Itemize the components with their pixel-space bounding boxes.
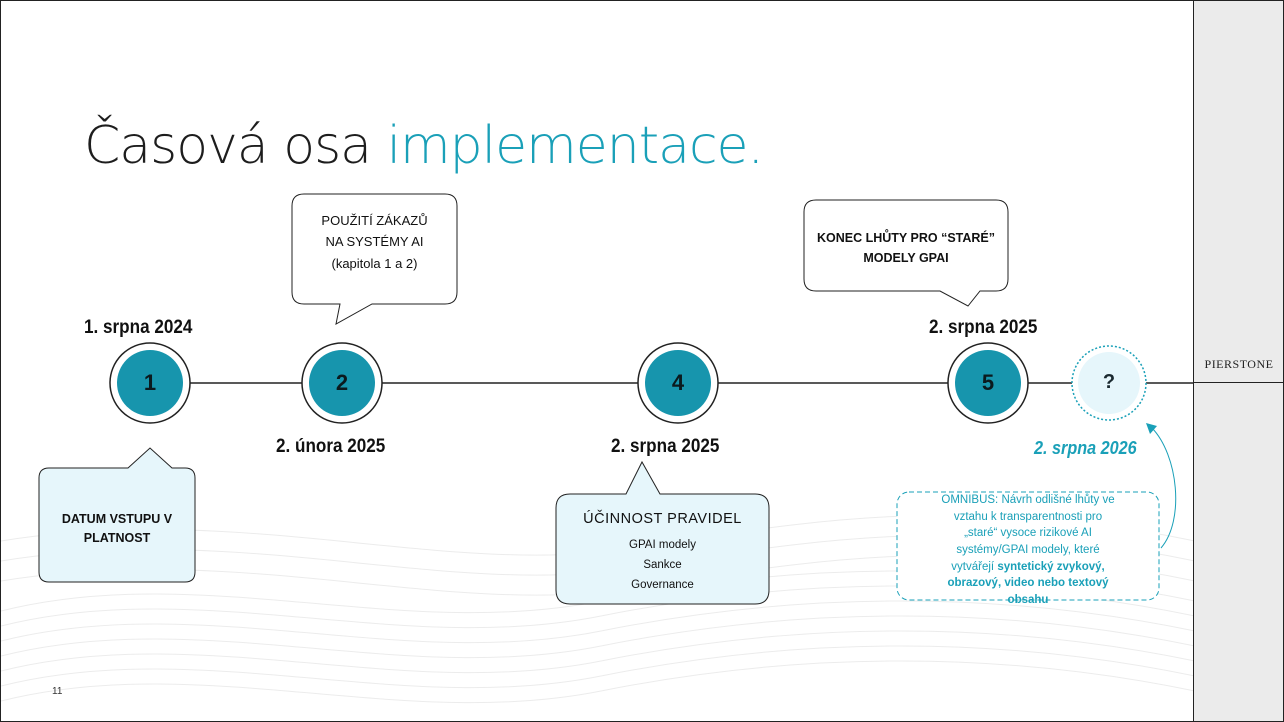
page-title: Časová osa implementace. (84, 116, 765, 176)
node-4-ring (637, 342, 719, 424)
callout-omnibus-text: OMNIBUS: Návrh odlišné lhůty ve vztahu k… (941, 494, 1115, 607)
title-accent: implementace. (386, 116, 765, 176)
date-node-question: 2. srpna 2026 (1034, 438, 1137, 458)
callout-old-gpai (803, 199, 1009, 307)
date-node-1: 1. srpna 2024 (84, 317, 193, 338)
node-1-ring (109, 342, 191, 424)
node-2-label: 2 (335, 370, 349, 395)
title-main: Časová osa (84, 116, 372, 176)
side-divider-line (1194, 382, 1284, 383)
omnibus-arrow (1151, 427, 1177, 549)
node-question-ring (1071, 345, 1147, 421)
callout-entry-text: DATUM VSTUPU V PLATNOST (61, 512, 173, 546)
brand-logo-text: PIERSTONE (1204, 357, 1274, 371)
side-panel (1194, 0, 1284, 722)
callout-prohibitions-text: POUŽITÍ ZÁKAZŮ NA SYSTÉMY AI (kapitola 1… (321, 213, 428, 271)
callout-omnibus (896, 491, 1160, 601)
callout-rules-text: ÚČINNOST PRAVIDEL GPAI modely Sankce Gov… (583, 511, 742, 591)
node-5-label: 5 (981, 370, 995, 395)
omnibus-arrowhead (1146, 423, 1157, 434)
callout-rules-effective (555, 460, 770, 605)
callout-old-gpai-text: KONEC LHŮTY PRO “STARÉ” MODELY GPAI (816, 231, 996, 265)
node-question-label: ? (1102, 371, 1116, 393)
node-2-ring (301, 342, 383, 424)
date-node-4: 2. srpna 2025 (611, 436, 720, 457)
page-number: 11 (52, 686, 63, 697)
date-node-5: 2. srpna 2025 (929, 317, 1038, 338)
callout-prohibitions (291, 193, 458, 325)
node-4-label: 4 (671, 370, 685, 395)
callout-entry-into-force (38, 447, 196, 583)
date-node-2: 2. února 2025 (276, 436, 386, 457)
node-1-label: 1 (143, 370, 157, 395)
node-5-ring (947, 342, 1029, 424)
